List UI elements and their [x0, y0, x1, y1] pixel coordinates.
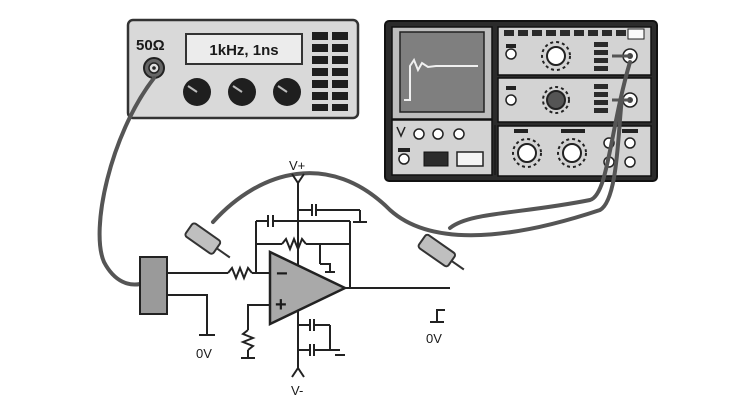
focus-knobs[interactable]	[413, 128, 465, 140]
output-connector[interactable]	[143, 57, 165, 79]
input-resistor	[227, 265, 253, 281]
probe-2-cable	[448, 60, 632, 230]
trigger-knob[interactable]	[557, 138, 587, 168]
generator-display-text: 1kHz, 1ns	[209, 42, 278, 59]
noninverting-sign: +	[275, 294, 287, 316]
probe-1[interactable]	[184, 222, 234, 264]
vplus-label: V+	[289, 158, 305, 173]
ground-left-label: 0V	[196, 346, 212, 361]
op-amp	[268, 250, 348, 326]
channel-1-switches[interactable]	[594, 42, 608, 71]
oscilloscope-screen	[399, 31, 485, 113]
generator-knob-3[interactable]	[273, 78, 301, 106]
power-switch[interactable]	[423, 151, 449, 167]
probe-1-cable	[211, 96, 624, 238]
inverting-sign: −	[276, 263, 288, 285]
cables	[97, 60, 632, 287]
channel-2-switches[interactable]	[594, 84, 608, 113]
waveform-trace	[404, 57, 478, 101]
probe-2[interactable]	[417, 233, 468, 276]
generator-display	[185, 33, 303, 65]
ground-right-label: 0V	[426, 331, 442, 346]
circuit	[139, 173, 450, 378]
generator-knob-1[interactable]	[183, 78, 211, 106]
generator-cable	[97, 76, 156, 287]
impedance-label: 50Ω	[136, 37, 165, 54]
ground-resistor	[240, 329, 256, 351]
vminus-label: V-	[291, 383, 303, 398]
channel-1-volts-knob[interactable]	[541, 41, 571, 71]
function-generator: 50Ω 1kHz, 1ns	[126, 18, 360, 120]
timebase-knob[interactable]	[512, 138, 542, 168]
feedback-resistor	[281, 236, 307, 252]
generator-keypad[interactable]	[312, 32, 348, 111]
input-block	[139, 256, 168, 315]
channel-1-buttons[interactable]	[504, 30, 626, 36]
channel-2-volts-knob[interactable]	[542, 86, 570, 114]
generator-knob-2[interactable]	[228, 78, 256, 106]
